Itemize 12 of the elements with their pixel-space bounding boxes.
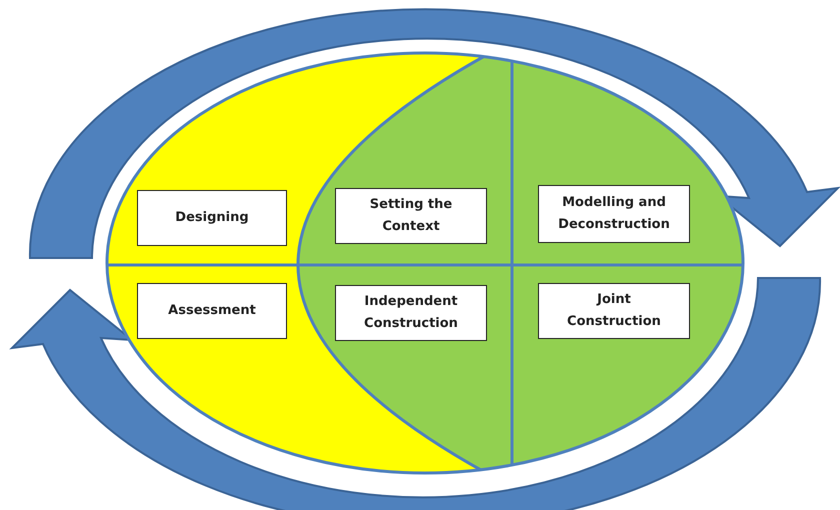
stage-label: Joint Construction — [566, 290, 662, 331]
stage-label: Modelling and Deconstruction — [557, 194, 671, 234]
stage-label: Setting the Context — [368, 196, 454, 236]
stage-label: Assessment — [168, 302, 256, 320]
stage-box — [538, 185, 690, 243]
stage-box — [137, 283, 287, 339]
stage-box — [137, 190, 287, 246]
stage-box — [335, 285, 487, 341]
stage-box — [538, 283, 690, 339]
stage-box — [335, 188, 487, 244]
stage-label: Designing — [175, 208, 249, 227]
stage-label: Independent Construction — [363, 292, 459, 333]
